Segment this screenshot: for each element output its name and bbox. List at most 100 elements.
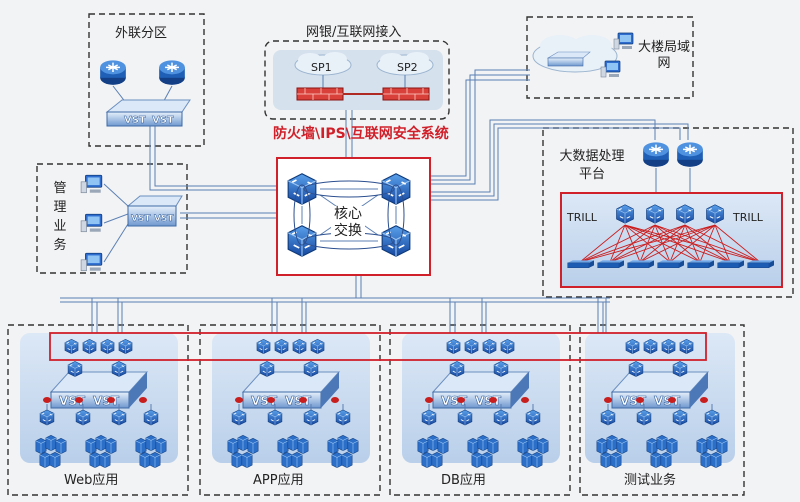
pod-label-db: DB应用 xyxy=(441,473,486,488)
pod-db-agg-switch-2 xyxy=(464,338,479,355)
pod-label-web: Web应用 xyxy=(64,473,119,488)
mgmt-pc-1 xyxy=(80,174,103,194)
pod-db-access-switch-3 xyxy=(493,409,509,426)
pod-web-access-switch-4 xyxy=(143,409,159,426)
pod-web-port-1 xyxy=(43,397,51,403)
mgmt-pc-3 xyxy=(80,252,103,272)
pod-db-port-2 xyxy=(457,397,465,403)
extranet-vst-label-2: VST xyxy=(152,115,174,126)
aggregation-highlight-box xyxy=(49,332,707,361)
building-lan-label: 大楼局域网 xyxy=(638,40,691,72)
pod-db-core-switch-1 xyxy=(449,360,465,378)
pod-web-agg-switch-2 xyxy=(82,338,97,355)
pod-label-test: 测试业务 xyxy=(624,473,677,488)
pod-web-port-4 xyxy=(139,397,147,403)
pod-app-port-1 xyxy=(235,397,243,403)
pod-db-access-switch-2 xyxy=(457,409,473,426)
pod-web-agg-switch-1 xyxy=(64,338,79,355)
pod-test-port-2 xyxy=(636,397,644,403)
pod-test-port-4 xyxy=(700,397,708,403)
internet-access-label: 网银/互联网接入 xyxy=(306,25,402,40)
core-label: 核心交换 xyxy=(331,206,365,240)
pod-web-core-switch-1 xyxy=(67,360,83,378)
pod-zone-db xyxy=(389,324,571,496)
pod-label-app: APP应用 xyxy=(253,473,304,488)
pod-web-agg-switch-4 xyxy=(118,338,133,355)
extranet-zone-label: 外联分区 xyxy=(115,26,168,41)
pod-test-access-switch-3 xyxy=(672,409,688,426)
pod-app-core-switch-2 xyxy=(303,360,319,378)
pod-app-core-switch-1 xyxy=(259,360,275,378)
pod-web-vst-label-2: VST xyxy=(93,394,120,408)
security-label: 防火墙\IPS\互联网安全系统 xyxy=(273,126,449,142)
pod-test-port-1 xyxy=(604,397,612,403)
pod-web-port-2 xyxy=(75,397,83,403)
bigdata-router-1 xyxy=(642,141,670,168)
trill-right-label: TRILL xyxy=(733,211,763,224)
pod-web-agg-switch-3 xyxy=(100,338,115,355)
pod-web-access-switch-1 xyxy=(39,409,55,426)
mgmt-vst-switch: VST VST xyxy=(126,195,183,227)
extranet-zone xyxy=(88,13,205,147)
trill-left-label: TRILL xyxy=(567,211,597,224)
pod-test-access-switch-1 xyxy=(600,409,616,426)
building-pc-1 xyxy=(613,32,634,50)
pod-test-vst-label-2: VST xyxy=(654,394,681,408)
mgmt-vst-label-1: VST xyxy=(131,214,151,224)
pod-app-port-3 xyxy=(299,397,307,403)
firewall-left xyxy=(296,87,344,101)
sp2-label: SP2 xyxy=(397,61,418,74)
pod-web-access-switch-3 xyxy=(111,409,127,426)
mgmt-pc-2 xyxy=(80,213,103,233)
pod-test-agg-switch-2 xyxy=(643,338,658,355)
pod-db-agg-switch-1 xyxy=(446,338,461,355)
pod-web-access-switch-2 xyxy=(75,409,91,426)
internet-access-zone xyxy=(264,40,450,120)
sp1-label: SP1 xyxy=(311,61,332,74)
building-lan-zone xyxy=(526,16,694,99)
pod-web-core-switch-2 xyxy=(111,360,127,378)
pod-app-access-switch-3 xyxy=(303,409,319,426)
pod-db-port-3 xyxy=(489,397,497,403)
pod-app-agg-switch-3 xyxy=(292,338,307,355)
pod-db-agg-switch-4 xyxy=(500,338,515,355)
trill-mesh xyxy=(579,224,761,263)
mgmt-vst-label-2: VST xyxy=(154,214,174,224)
pod-app-port-2 xyxy=(267,397,275,403)
pod-db-vst-label-2: VST xyxy=(475,394,502,408)
pod-app-port-4 xyxy=(331,397,339,403)
extranet-vst-label-1: VST xyxy=(124,115,146,126)
pod-db-core-switch-2 xyxy=(493,360,509,378)
pod-test-agg-switch-4 xyxy=(679,338,694,355)
pod-app-access-switch-1 xyxy=(231,409,247,426)
pod-db-agg-switch-3 xyxy=(482,338,497,355)
pod-db-port-1 xyxy=(425,397,433,403)
pod-zone-test xyxy=(579,324,745,496)
pod-app-access-switch-4 xyxy=(335,409,351,426)
pod-test-agg-switch-1 xyxy=(625,338,640,355)
pod-app-vst-label-2: VST xyxy=(285,394,312,408)
management-label: 管理业务 xyxy=(53,181,67,253)
pod-db-port-4 xyxy=(521,397,529,403)
building-lan-cloud xyxy=(532,35,618,73)
pod-zone-app xyxy=(199,324,381,496)
pod-app-agg-switch-2 xyxy=(274,338,289,355)
firewall-right xyxy=(382,87,430,101)
bigdata-router-2 xyxy=(676,141,704,168)
sp2-cloud xyxy=(376,52,434,76)
pod-test-access-switch-4 xyxy=(704,409,720,426)
pod-test-port-3 xyxy=(668,397,676,403)
pod-app-agg-switch-4 xyxy=(310,338,325,355)
pod-db-access-switch-1 xyxy=(421,409,437,426)
bigdata-label: 大数据处理平台 xyxy=(559,149,625,182)
pod-app-agg-switch-1 xyxy=(256,338,271,355)
pod-app-access-switch-2 xyxy=(267,409,283,426)
pod-zone-web xyxy=(7,324,189,496)
pod-test-access-switch-2 xyxy=(636,409,652,426)
extranet-vst-switch: VST VST xyxy=(105,99,191,127)
